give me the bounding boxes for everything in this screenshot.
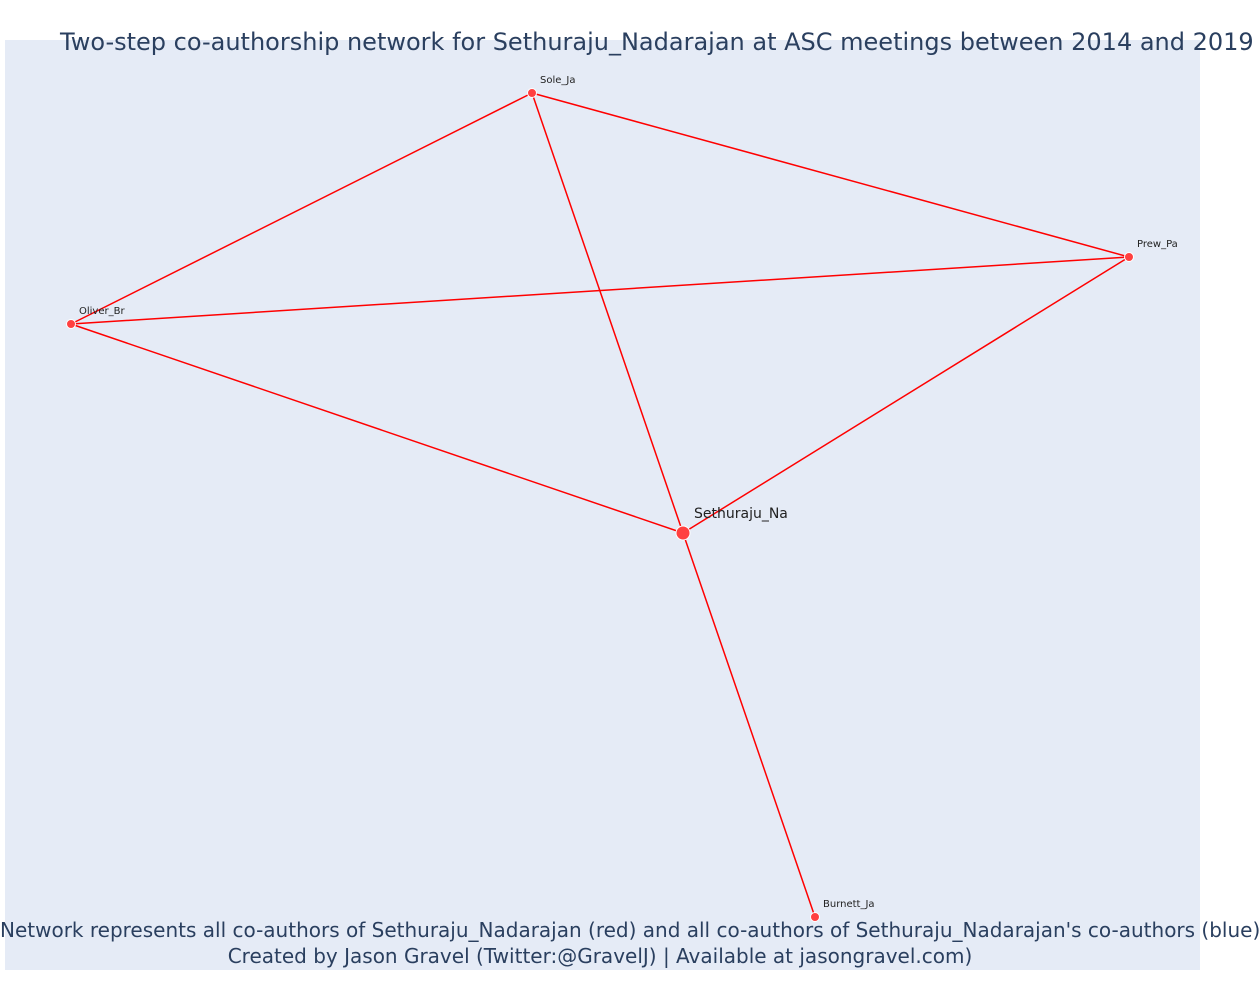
node-Burnett_Ja[interactable]: Burnett_Ja <box>810 899 875 922</box>
node-marker[interactable] <box>675 525 691 541</box>
node-marker[interactable] <box>810 912 820 922</box>
network-graph: Sole_JaPrew_PaOliver_BrSethuraju_NaBurne… <box>66 75 1178 922</box>
node-marker[interactable] <box>527 88 537 98</box>
edge-Sole_Ja-Sethuraju_Na <box>531 92 684 534</box>
edge-Sethuraju_Na-Burnett_Ja <box>682 532 816 918</box>
node-Prew_Pa[interactable]: Prew_Pa <box>1124 239 1178 262</box>
caption-credits: Created by Jason Gravel (Twitter:@Gravel… <box>227 944 973 968</box>
edge-Sole_Ja-Oliver_Br <box>70 92 533 325</box>
node-marker[interactable] <box>1124 252 1134 262</box>
chart-title: Two-step co-authorship network for Sethu… <box>60 28 1254 56</box>
nodes-layer: Sole_JaPrew_PaOliver_BrSethuraju_NaBurne… <box>66 75 1178 922</box>
caption-network-description: Network represents all co-authors of Set… <box>0 918 1260 942</box>
node-marker[interactable] <box>66 319 76 329</box>
node-Sole_Ja[interactable]: Sole_Ja <box>527 75 576 98</box>
node-label: Burnett_Ja <box>823 899 875 910</box>
node-label: Sole_Ja <box>540 75 575 86</box>
edge-Sole_Ja-Prew_Pa <box>531 92 1130 258</box>
node-label: Prew_Pa <box>1137 239 1178 250</box>
node-Oliver_Br[interactable]: Oliver_Br <box>66 306 126 329</box>
node-label: Sethuraju_Na <box>694 506 788 522</box>
node-Sethuraju_Na[interactable]: Sethuraju_Na <box>675 506 788 541</box>
node-label: Oliver_Br <box>79 306 125 317</box>
edge-Prew_Pa-Sethuraju_Na <box>682 256 1130 534</box>
edge-Oliver_Br-Sethuraju_Na <box>70 323 684 534</box>
edges-layer <box>70 92 1130 918</box>
edge-Oliver_Br-Prew_Pa <box>70 256 1130 325</box>
